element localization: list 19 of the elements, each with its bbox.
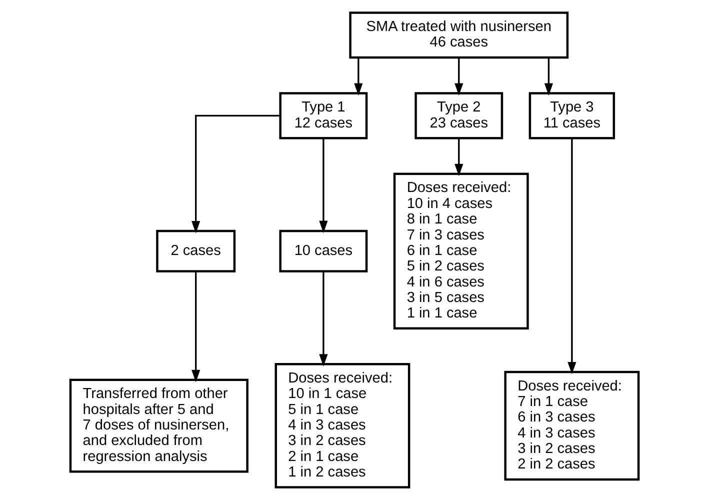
arrow [191, 272, 200, 382]
arrow [354, 58, 362, 96]
arrow [567, 138, 576, 374]
arrow [318, 138, 328, 234]
arrow [318, 272, 328, 366]
arrow [544, 58, 553, 96]
node-box: Type 1 12 cases [278, 92, 368, 140]
node-box: 2 cases [156, 230, 236, 272]
node-box: Type 3 11 cases [528, 92, 615, 140]
node-box: Type 2 23 cases [414, 92, 503, 140]
node-box: Doses received: 10 in 4 cases 8 in 1 case 7 in 3 cases 6 in 1 case 5 in 2 cases 4 in 6 cases 3 in 5 cases 1 in 1 case [392, 172, 528, 330]
node-box: Doses received: 10 in 1 case 5 in 1 case 4 in 3 cases 3 in 2 cases 2 in 1 case 1 in 2 cases [274, 363, 410, 488]
arrow [454, 138, 463, 176]
node-box: Doses received: 7 in 1 case 6 in 3 cases 4 in 3 cases 3 in 2 cases 2 in 2 cases [504, 370, 640, 481]
arrow [191, 114, 280, 234]
node-box: Transferred from other hospitals after 5 and 7 doses of nusinersen, and excluded from regression analysis [68, 378, 248, 473]
arrow [454, 58, 463, 96]
node-box: 10 cases [278, 230, 368, 272]
node-box: SMA treated with nusinersen 46 cases [348, 12, 568, 59]
